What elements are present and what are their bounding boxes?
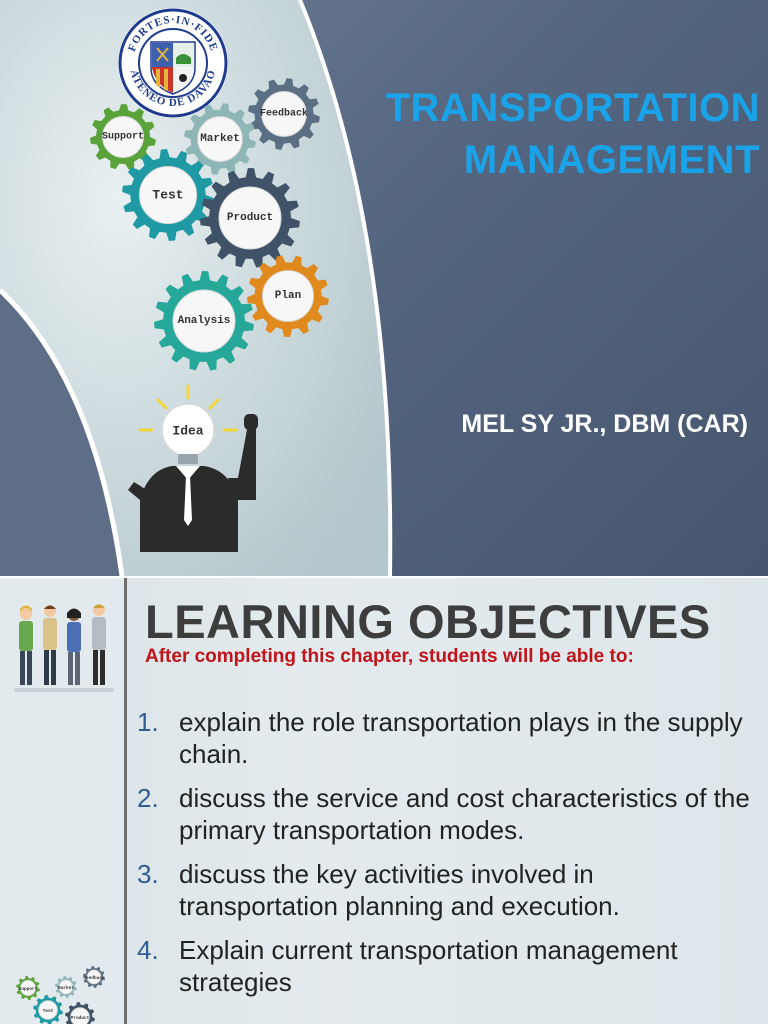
gear-product [200, 168, 300, 268]
mini-gear-label: Product [71, 1015, 90, 1021]
gear-label-market: Market [200, 133, 240, 145]
mini-gear-label: Support [19, 986, 38, 992]
slide-subtitle: After completing this chapter, students … [145, 646, 634, 667]
gear-label-product: Product [226, 212, 274, 224]
objective-item: 2. discuss the service and cost characte… [137, 782, 757, 846]
students-illustration [14, 604, 114, 692]
objective-text: discuss the service and cost characteris… [179, 783, 750, 845]
gear-label-support: Support [101, 131, 145, 143]
objective-text: discuss the key activities involved in t… [179, 859, 620, 921]
slide-divider [0, 576, 768, 578]
objective-item: 4. Explain current transportation manage… [137, 934, 757, 998]
mini-gear-test [33, 995, 63, 1024]
objective-text: Explain current transportation managemen… [179, 935, 678, 997]
author-name: MEL SY JR., DBM (CAR) [461, 410, 748, 438]
title-line-2: MANAGEMENT [463, 138, 760, 182]
mini-gear-market [55, 976, 77, 998]
mini-gear-label: Feedback [83, 975, 105, 981]
student-figure-4 [92, 604, 106, 685]
objective-item: 1. explain the role transportation plays… [137, 706, 757, 770]
vertical-rule [124, 578, 127, 1024]
gear-analysis [154, 271, 254, 371]
gears-graphic [90, 78, 329, 371]
gear-test [122, 149, 214, 241]
objective-number: 3. [137, 859, 159, 889]
student-figure-2 [43, 605, 57, 685]
objectives-list: 1. explain the role transportation plays… [137, 706, 757, 1010]
title-line-1: TRANSPORTATION [385, 86, 760, 130]
objective-number: 4. [137, 935, 159, 965]
presentation-title: TRANSPORTATION MANAGEMENT [330, 82, 760, 186]
gear-plan [247, 255, 329, 337]
idea-label: Idea [172, 423, 204, 439]
objective-text: explain the role transportation plays in… [179, 707, 743, 769]
student-figure-3 [67, 608, 81, 685]
gear-label-analysis: Analysis [177, 315, 231, 327]
mini-gear-label: Market [58, 985, 75, 991]
gear-label-test: Test [152, 187, 184, 203]
mini-gear-support [16, 976, 40, 1000]
objective-item: 3. discuss the key activities involved i… [137, 858, 757, 922]
gear-label-plan: Plan [274, 290, 302, 302]
university-seal-logo: FORTES·IN·FIDE ATENEO DE DAVAO [118, 8, 228, 118]
slide-title: LEARNING OBJECTIVES [145, 595, 711, 648]
objective-number: 1. [137, 707, 159, 737]
gear-market [184, 103, 256, 175]
gear-support [90, 104, 156, 170]
mini-gear-feedback [83, 966, 105, 988]
gear-feedback [248, 78, 320, 150]
gear-label-feedback: Feedback [259, 108, 309, 120]
mini-gear-label: Test [43, 1008, 54, 1014]
student-figure-1 [19, 605, 33, 685]
idea-person-illustration [128, 384, 258, 552]
objective-number: 2. [137, 783, 159, 813]
mini-gear-product [65, 1002, 95, 1024]
